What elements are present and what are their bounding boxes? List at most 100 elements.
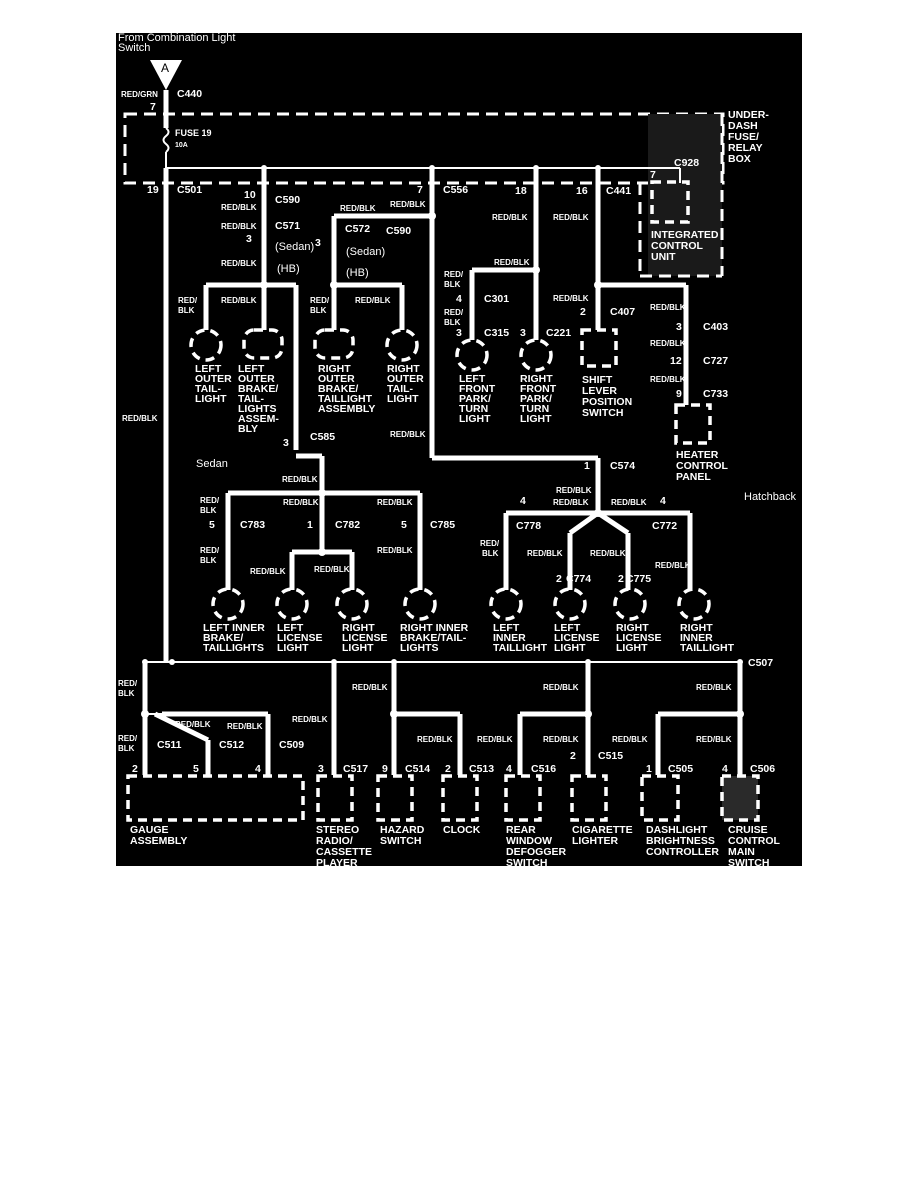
svg-text:SWITCH: SWITCH xyxy=(582,407,623,419)
svg-text:RED/BLK: RED/BLK xyxy=(377,498,413,507)
svg-text:LIGHT: LIGHT xyxy=(459,413,491,425)
svg-text:C517: C517 xyxy=(343,763,368,775)
left-outer-brake-label: LEFT OUTER BRAKE/ TAIL- LIGHTS ASSEM- BL… xyxy=(238,363,279,435)
svg-text:BLY: BLY xyxy=(238,423,258,435)
right-license-hatch-label: RIGHT LICENSE LIGHT xyxy=(616,622,662,654)
svg-text:2: 2 xyxy=(570,750,576,762)
svg-text:LICENSE: LICENSE xyxy=(342,632,388,644)
left-license-light-hatch xyxy=(553,587,587,621)
svg-text:4: 4 xyxy=(255,763,261,775)
svg-text:C556: C556 xyxy=(443,184,468,196)
svg-text:C513: C513 xyxy=(469,763,494,775)
svg-text:5: 5 xyxy=(209,519,215,531)
svg-text:RED/BLK: RED/BLK xyxy=(340,204,376,213)
svg-text:RED/: RED/ xyxy=(444,270,464,279)
svg-text:STEREO: STEREO xyxy=(316,824,359,836)
stereo-label: STEREO RADIO/ CASSETTE PLAYER xyxy=(316,824,372,869)
svg-text:RED/BLK: RED/BLK xyxy=(492,213,528,222)
svg-text:CRUISE: CRUISE xyxy=(728,824,768,836)
svg-text:LIGHT: LIGHT xyxy=(277,642,309,654)
right-inner-brake-label: RIGHT INNER BRAKE/TAIL- LIGHTS xyxy=(400,622,469,654)
right-license-sedan-label: RIGHT LICENSE LIGHT xyxy=(342,622,388,654)
clock-label: CLOCK xyxy=(443,824,481,836)
gauge-label: GAUGE xyxy=(130,824,169,836)
svg-text:RED/BLK: RED/BLK xyxy=(352,683,388,692)
svg-text:RED/BLK: RED/BLK xyxy=(650,303,686,312)
svg-text:PARK/: PARK/ xyxy=(520,393,552,405)
svg-text:C221: C221 xyxy=(546,327,571,339)
svg-text:RED/BLK: RED/BLK xyxy=(543,683,579,692)
svg-text:(HB): (HB) xyxy=(346,267,369,279)
svg-text:ASSEMBLY: ASSEMBLY xyxy=(130,835,187,847)
svg-text:10: 10 xyxy=(244,189,256,201)
svg-text:1: 1 xyxy=(307,519,313,531)
cigarette-lighter xyxy=(570,774,608,822)
svg-text:7: 7 xyxy=(417,184,423,196)
svg-text:DEFOGGER: DEFOGGER xyxy=(506,846,567,858)
svg-text:SWITCH: SWITCH xyxy=(380,835,421,847)
svg-text:RED/BLK: RED/BLK xyxy=(553,294,589,303)
right-front-park-light xyxy=(519,338,553,372)
svg-text:RED/BLK: RED/BLK xyxy=(556,486,592,495)
svg-text:RED/BLK: RED/BLK xyxy=(377,546,413,555)
left-outer-brake-assembly xyxy=(242,328,284,360)
svg-text:4: 4 xyxy=(506,763,512,775)
left-outer-tail-light xyxy=(189,328,223,362)
svg-text:C441: C441 xyxy=(606,185,631,197)
svg-text:1: 1 xyxy=(584,460,590,472)
svg-text:RED/BLK: RED/BLK xyxy=(590,549,626,558)
svg-text:TAILLIGHTS: TAILLIGHTS xyxy=(203,642,264,654)
stereo-radio xyxy=(316,774,354,822)
svg-text:RIGHT: RIGHT xyxy=(387,363,420,375)
svg-text:RED/BLK: RED/BLK xyxy=(650,375,686,384)
svg-text:RED/BLK: RED/BLK xyxy=(355,296,391,305)
clock xyxy=(441,774,479,822)
svg-text:LEFT: LEFT xyxy=(554,622,581,634)
svg-text:C505: C505 xyxy=(668,763,693,775)
fuse-name: FUSE 19 xyxy=(175,128,212,138)
left-inner-brake-label: LEFT INNER BRAKE/ TAILLIGHTS xyxy=(203,622,265,654)
svg-text:RIGHT INNER: RIGHT INNER xyxy=(400,622,469,634)
svg-text:SWITCH: SWITCH xyxy=(506,857,547,869)
left-inner-taillight xyxy=(489,587,523,621)
svg-text:LIGHT: LIGHT xyxy=(616,642,648,654)
right-outer-tail-light xyxy=(385,328,419,362)
svg-text:RIGHT: RIGHT xyxy=(318,363,351,375)
input-triangle xyxy=(150,60,182,90)
svg-text:RED/BLK: RED/BLK xyxy=(494,258,530,267)
heater-control-panel xyxy=(674,403,712,445)
svg-text:C928: C928 xyxy=(674,157,699,169)
svg-text:RIGHT: RIGHT xyxy=(680,622,713,634)
svg-text:C440: C440 xyxy=(177,88,202,100)
svg-text:RED/: RED/ xyxy=(310,296,330,305)
svg-text:TURN: TURN xyxy=(520,403,549,415)
right-inner-taillight-label: RIGHT INNER TAILLIGHT xyxy=(680,622,735,654)
svg-text:5: 5 xyxy=(193,763,199,775)
svg-text:2: 2 xyxy=(618,573,624,585)
svg-text:C590: C590 xyxy=(275,194,300,206)
svg-text:3: 3 xyxy=(283,437,289,449)
svg-text:ASSEM-: ASSEM- xyxy=(238,413,279,425)
svg-text:BLK: BLK xyxy=(178,306,195,315)
rear-defogger-switch xyxy=(504,774,542,822)
svg-text:BLK: BLK xyxy=(200,506,217,515)
svg-text:RED/: RED/ xyxy=(444,308,464,317)
svg-text:BRAKE/: BRAKE/ xyxy=(203,632,243,644)
left-front-park-light xyxy=(455,338,489,372)
svg-text:TAIL-: TAIL- xyxy=(238,393,265,405)
svg-text:DASH: DASH xyxy=(728,120,758,132)
svg-text:C782: C782 xyxy=(335,519,360,531)
svg-text:LICENSE: LICENSE xyxy=(616,632,662,644)
svg-text:HAZARD: HAZARD xyxy=(380,824,425,836)
svg-text:HEATER: HEATER xyxy=(676,449,719,461)
svg-text:LIGHT: LIGHT xyxy=(387,393,419,405)
svg-text:(Sedan): (Sedan) xyxy=(275,241,314,253)
svg-text:BRAKE/: BRAKE/ xyxy=(238,383,278,395)
svg-text:RED/: RED/ xyxy=(118,734,138,743)
svg-text:FRONT: FRONT xyxy=(520,383,557,395)
svg-text:LEFT: LEFT xyxy=(459,373,486,385)
svg-text:4: 4 xyxy=(520,495,526,507)
svg-text:19: 19 xyxy=(147,184,159,196)
svg-text:OUTER: OUTER xyxy=(318,373,355,385)
